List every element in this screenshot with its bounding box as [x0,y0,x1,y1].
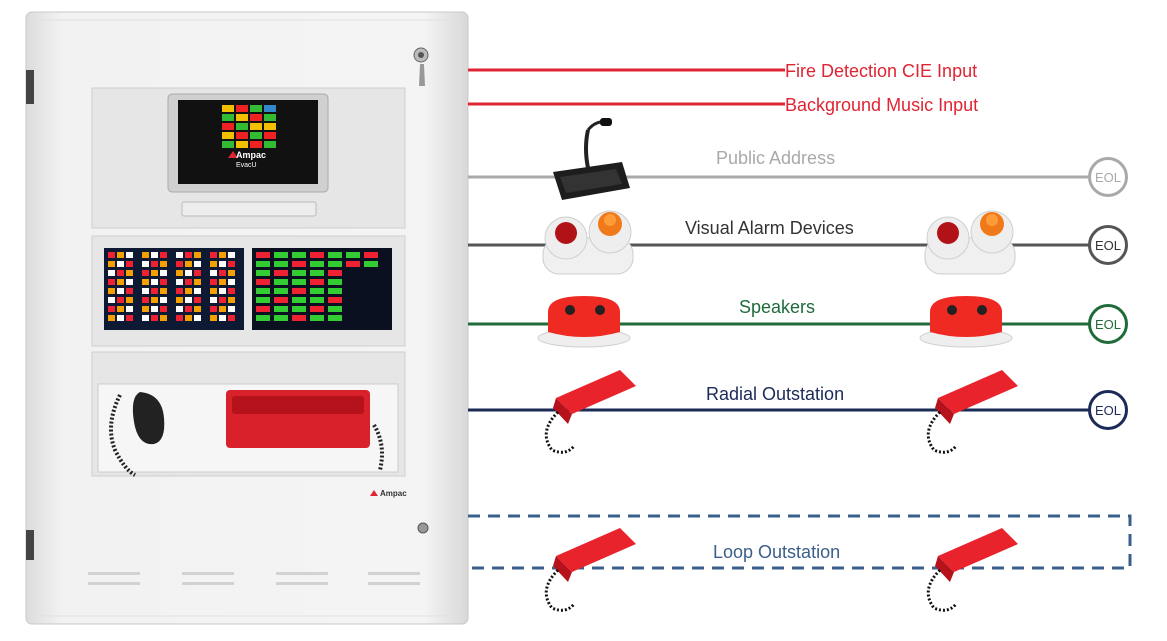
handset-icon [926,370,1018,454]
microphone-icon [553,118,630,200]
ceiling-speaker-icon [919,296,1013,348]
visual-alarm-label: Visual Alarm Devices [685,218,854,238]
eol-public-address: EOL [1088,157,1128,197]
loop-label: Loop Outstation [713,542,841,562]
eol-visual-alarm: EOL [1088,225,1128,265]
eol-radial: EOL [1088,390,1128,430]
cabinet-brand: Ampac [380,489,407,498]
radial-label: Radial Outstation [706,384,845,404]
speakers-label: Speakers [739,297,816,317]
handset-icon [544,528,636,612]
background-music-label: Background Music Input [785,95,979,115]
handset-icon [926,528,1018,612]
screen-product: EvacU [236,162,257,169]
loop-line [468,514,1132,570]
strobe-sounder-icon [542,210,634,275]
public-address-label: Public Address [716,148,836,168]
strobe-sounder-icon [924,210,1016,275]
cabinet-icon [25,11,469,625]
handset-icon [544,370,636,454]
screen-brand: Ampac [236,150,267,160]
eol-speakers: EOL [1088,304,1128,344]
fire-detection-label: Fire Detection CIE Input [785,61,978,81]
ceiling-speaker-icon [537,296,631,348]
